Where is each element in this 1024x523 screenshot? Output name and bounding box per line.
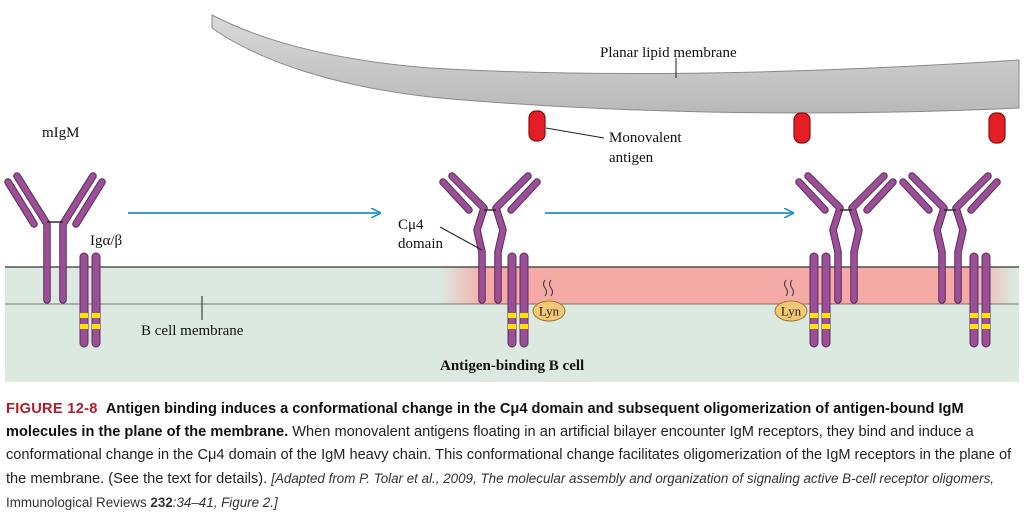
cmu4-leader xyxy=(439,226,483,251)
antigen-binding-b-cell-label: Antigen-binding B cell xyxy=(440,358,584,374)
figure-number: FIGURE 12-8 xyxy=(6,401,98,417)
planar-lipid-membrane xyxy=(211,14,1020,114)
lipid-raft-highlight xyxy=(440,267,1015,304)
figure-caption: FIGURE 12-8 Antigen binding induces a co… xyxy=(6,398,1020,515)
migm-label: mIgM xyxy=(42,125,80,141)
monovalent-antigen-label-line1: Monovalent xyxy=(609,130,682,146)
citation-volume: 232 xyxy=(150,495,173,510)
svg-text:Lyn: Lyn xyxy=(539,304,560,319)
lyn-kinase-1: Lyn xyxy=(532,279,566,322)
monovalent-antigen xyxy=(528,110,546,142)
antigen-leader xyxy=(545,127,605,139)
citation-suffix: :34–41, Figure 2.] xyxy=(172,495,278,510)
svg-text:Lyn: Lyn xyxy=(781,304,802,319)
b-cell-membrane-label: B cell membrane xyxy=(141,323,244,339)
caption-citation: [Adapted from P. Tolar et al., 2009, The… xyxy=(6,471,994,510)
cmu4-label-line1: Cμ4 xyxy=(398,217,424,233)
lyn-kinase-2: Lyn xyxy=(774,279,808,322)
monovalent-antigen-label-line2: antigen xyxy=(609,150,654,166)
caption-title: Antigen binding induces a conformational… xyxy=(6,401,964,440)
cmu4-label-line2: domain xyxy=(398,236,443,252)
oligomer-antigen-right xyxy=(988,112,1006,144)
oligomer-antigen-left xyxy=(793,112,811,144)
ig-alpha-beta-label: Igα/β xyxy=(90,233,122,249)
caption-body: When monovalent antigens floating in an … xyxy=(6,424,1012,487)
citation-journal: Immunological Reviews xyxy=(6,495,147,510)
citation-prefix: [Adapted from P. Tolar et al., 2009, The… xyxy=(271,471,994,486)
planar-membrane-label: Planar lipid membrane xyxy=(600,45,737,61)
mechanism-diagram: Lyn Lyn Planar lipid membrane Monovalent… xyxy=(0,14,1020,382)
